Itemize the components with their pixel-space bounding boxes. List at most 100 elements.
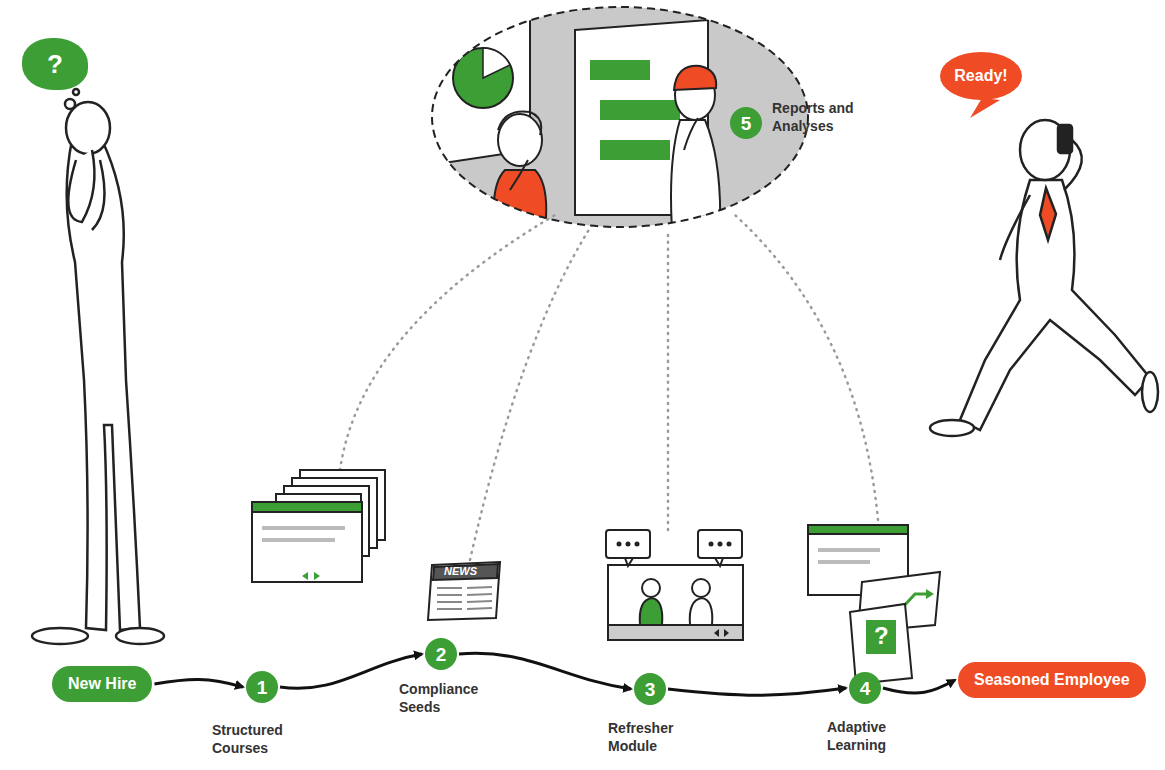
dotted-links-part xyxy=(340,215,555,470)
refresher-video-icon-part xyxy=(642,579,660,597)
adaptive-cards-icon-part xyxy=(818,560,870,564)
step-label: Refresher Module xyxy=(608,719,698,755)
report-scene-part xyxy=(674,66,716,90)
seasoned-employee-figure xyxy=(930,98,1158,436)
step-number: 3 xyxy=(645,680,656,699)
stage-pill: Seasoned Employee xyxy=(958,662,1146,698)
seasoned-employee-figure-part xyxy=(960,180,1150,430)
newspaper-icon-part xyxy=(437,601,462,603)
refresher-video-icon-part xyxy=(608,565,743,640)
dotted-links xyxy=(340,215,878,560)
flow-arrow xyxy=(883,680,955,693)
step-number: 5 xyxy=(741,114,752,133)
flow-arrow xyxy=(154,679,243,687)
seasoned-employee-figure-part xyxy=(970,98,1000,118)
adaptive-cards-icon xyxy=(808,525,940,684)
adaptive-cards-icon-part xyxy=(818,548,880,552)
new-hire-figure-part xyxy=(67,140,140,630)
refresher-video-icon-part xyxy=(608,625,743,640)
step-label: Reports and Analyses xyxy=(772,99,882,135)
report-scene-part xyxy=(430,0,720,230)
refresher-video-icon-part xyxy=(718,542,723,547)
report-scene xyxy=(430,0,808,230)
dotted-links-part xyxy=(470,228,590,560)
report-scene-part xyxy=(483,48,510,78)
refresher-video-icon-part xyxy=(709,542,714,547)
step-number-circle: 3Refresher Module xyxy=(634,673,666,705)
new-hire-figure-part xyxy=(73,89,79,95)
newspaper-icon xyxy=(428,562,500,620)
node-text: New Hire xyxy=(68,675,136,693)
newspaper-icon-part xyxy=(467,601,492,602)
step-label: Compliance Seeds xyxy=(399,680,489,716)
step-label: Adaptive Learning xyxy=(827,718,917,754)
thought-bubble: ? xyxy=(22,38,88,90)
course-cards-icon-part xyxy=(302,572,308,580)
newspaper-title: NEWS xyxy=(444,566,477,577)
step-number-circle: 5Reports and Analyses xyxy=(730,107,762,139)
adaptive-cards-icon-part xyxy=(926,589,934,599)
refresher-video-icon-part xyxy=(606,530,650,558)
seasoned-employee-figure-part xyxy=(930,420,974,436)
newspaper-icon-part xyxy=(467,594,492,595)
refresher-video-icon-part xyxy=(698,530,742,558)
speech-bubble: Ready! xyxy=(940,52,1022,100)
seasoned-employee-figure-part xyxy=(1040,188,1056,240)
report-scene-part xyxy=(684,118,698,150)
step-number: 4 xyxy=(860,679,871,698)
new-hire-figure-part xyxy=(66,102,110,154)
course-cards-icon-part xyxy=(262,526,345,530)
new-hire-figure-part xyxy=(92,160,105,230)
new-hire-figure-part xyxy=(32,628,88,644)
flow-arrow xyxy=(459,653,631,689)
refresher-video-icon-part xyxy=(617,542,622,547)
report-scene-part xyxy=(432,7,808,227)
step-number-circle: 4Adaptive Learning xyxy=(849,672,881,704)
refresher-video-icon-part xyxy=(714,629,719,637)
refresher-video-icon-part xyxy=(690,598,713,625)
adaptive-cards-icon-part xyxy=(866,620,896,654)
seasoned-employee-figure-part xyxy=(1142,372,1158,412)
refresher-video-icon-part xyxy=(715,558,723,566)
course-cards-icon-part xyxy=(252,502,362,512)
seasoned-employee-figure-part xyxy=(1064,140,1082,190)
step-number: 1 xyxy=(257,678,268,697)
course-cards-icon xyxy=(252,470,385,582)
report-scene-part xyxy=(498,111,541,135)
refresher-video-icon-part xyxy=(640,598,663,625)
report-scene-part xyxy=(498,114,542,166)
report-scene-part xyxy=(600,100,680,120)
newspaper-icon-part xyxy=(437,608,462,610)
step-label: Structured Courses xyxy=(212,721,302,757)
seasoned-employee-figure-part xyxy=(1000,195,1030,260)
refresher-video-icon-part xyxy=(635,542,640,547)
course-cards-icon-part xyxy=(252,502,362,582)
newspaper-icon-part xyxy=(467,587,492,588)
step-number-circle: 2Compliance Seeds xyxy=(425,638,457,670)
refresher-video-icon-part xyxy=(625,558,633,566)
node-text: Ready! xyxy=(954,67,1007,85)
new-hire-figure-part xyxy=(116,628,164,644)
seasoned-employee-figure-part xyxy=(1058,125,1072,153)
quiz-mark: ? xyxy=(874,624,889,648)
newspaper-icon-part xyxy=(467,608,492,609)
newspaper-icon-part xyxy=(437,587,462,589)
course-cards-icon-part xyxy=(262,538,335,542)
report-scene-part xyxy=(590,60,650,80)
course-cards-icon-part xyxy=(314,572,320,580)
step-number-circle: 1Structured Courses xyxy=(246,671,278,703)
newspaper-icon-part xyxy=(433,564,498,580)
report-scene-part xyxy=(510,160,528,190)
refresher-video-icon xyxy=(606,530,743,640)
report-scene-part xyxy=(600,140,670,160)
newspaper-icon-part xyxy=(437,594,462,596)
node-text: ? xyxy=(47,49,63,80)
dotted-links-part xyxy=(667,232,670,530)
new-hire-figure-part xyxy=(68,150,94,222)
refresher-video-icon-part xyxy=(727,542,732,547)
report-scene-part xyxy=(453,48,513,108)
report-scene-part xyxy=(494,170,547,230)
